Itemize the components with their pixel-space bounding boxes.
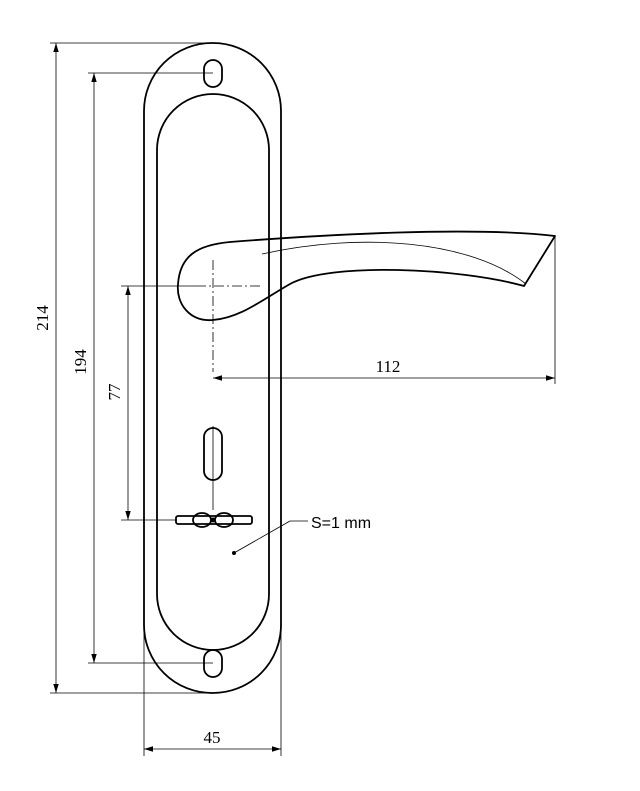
dim-214-label: 214 <box>33 305 52 331</box>
bottom-screw-hole <box>203 649 223 678</box>
dim-77-label: 77 <box>105 383 124 401</box>
dim-194-label: 194 <box>71 349 90 375</box>
key-lock-icon <box>175 512 253 528</box>
back-plate-outline <box>143 42 282 694</box>
lever-twist-line <box>261 241 527 285</box>
thickness-leader-line <box>233 520 291 554</box>
top-screw-hole <box>203 59 223 88</box>
lever-handle <box>177 230 556 321</box>
thickness-label: S=1 mm <box>311 515 371 532</box>
dim-112-label: 112 <box>376 357 401 376</box>
dim-45-label: 45 <box>204 728 221 747</box>
